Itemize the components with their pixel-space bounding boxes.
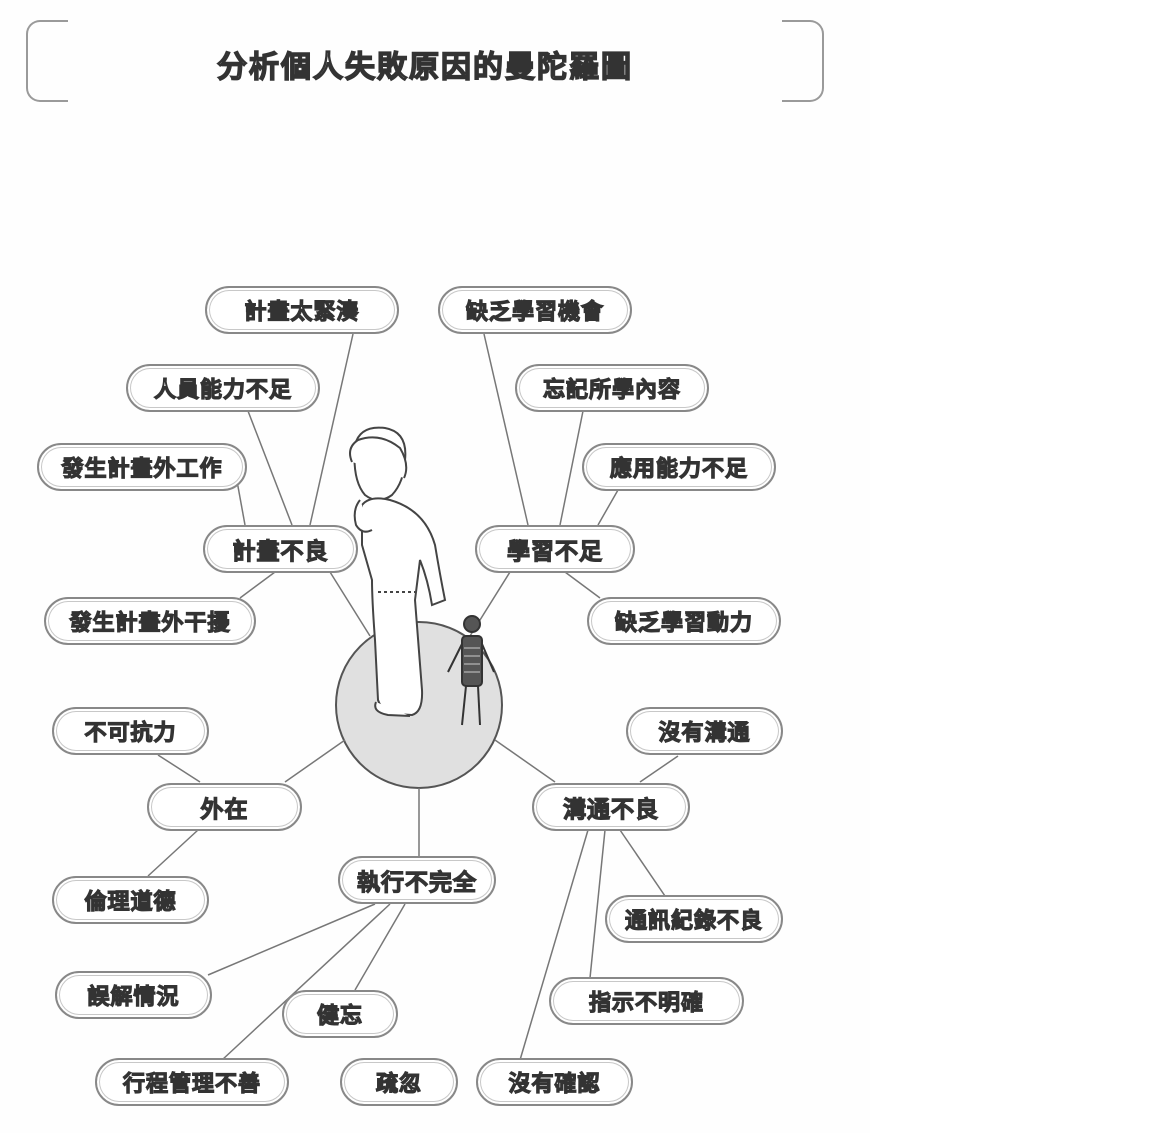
cause-node-external-1: 不可抗力 — [52, 707, 209, 755]
category-label: 外在 — [200, 796, 249, 823]
cause-label: 缺乏學習動力 — [614, 610, 753, 636]
category-node-exec: 執行不完全 — [338, 856, 496, 904]
title-bracket-left — [26, 20, 68, 102]
category-node-comm: 溝通不良 — [532, 783, 690, 831]
connector-comm-1 — [639, 755, 679, 783]
cause-node-exec-3: 行程管理不善 — [95, 1058, 289, 1106]
cause-label: 不可抗力 — [84, 720, 177, 746]
connector-exec-2 — [354, 903, 406, 991]
cause-label: 倫理道德 — [84, 889, 177, 915]
connector-learn-3 — [597, 489, 619, 526]
connector-comm-2 — [619, 829, 666, 897]
cause-label: 計畫太緊湊 — [244, 299, 360, 325]
cause-node-plan-1: 計畫太緊湊 — [205, 286, 399, 334]
title-frame: 分析個人失敗原因的曼陀羅圖 — [26, 20, 824, 102]
connector-learn-1 — [483, 333, 529, 526]
connector-plan-1 — [309, 333, 354, 526]
connector-exec-1 — [207, 903, 376, 976]
cause-node-plan-3: 發生計畫外工作 — [37, 443, 247, 491]
connector-external-2 — [147, 829, 199, 877]
cause-node-learn-4: 缺乏學習動力 — [587, 597, 781, 645]
connector-center-plan — [329, 571, 371, 637]
cause-label: 忘記所學內容 — [542, 377, 681, 403]
connector-exec-3 — [221, 903, 391, 1061]
cause-node-learn-1: 缺乏學習機會 — [438, 286, 632, 334]
cause-node-comm-2: 通訊紀錄不良 — [605, 895, 783, 943]
cause-node-plan-4: 發生計畫外干擾 — [44, 597, 256, 645]
connector-learn-2 — [559, 410, 584, 526]
connector-layer — [147, 333, 679, 1061]
cause-node-external-2: 倫理道德 — [52, 876, 209, 924]
cause-label: 沒有確認 — [508, 1071, 601, 1097]
cause-node-plan-2: 人員能力不足 — [126, 364, 320, 412]
cause-node-exec-4: 疏忽 — [340, 1058, 458, 1106]
cause-label: 指示不明確 — [588, 990, 704, 1016]
cause-label: 誤解情況 — [87, 984, 180, 1010]
cause-node-learn-3: 應用能力不足 — [582, 443, 776, 491]
cause-label: 缺乏學習機會 — [465, 299, 604, 325]
cause-node-exec-1: 誤解情況 — [55, 971, 212, 1019]
cause-label: 發生計畫外工作 — [61, 456, 223, 482]
cause-label: 人員能力不足 — [153, 377, 292, 403]
cause-node-learn-2: 忘記所學內容 — [515, 364, 709, 412]
cause-label: 應用能力不足 — [609, 456, 748, 482]
diagram-title: 分析個人失敗原因的曼陀羅圖 — [216, 49, 633, 85]
cause-label: 疏忽 — [375, 1071, 422, 1097]
diagram-canvas: 分析個人失敗原因的曼陀羅圖 — [26, 20, 824, 1106]
connector-comm-4 — [519, 829, 589, 1061]
category-label: 學習不足 — [506, 538, 603, 565]
category-node-plan: 計畫不良 — [203, 525, 358, 573]
connector-plan-4 — [239, 571, 276, 599]
connector-plan-2 — [247, 410, 293, 526]
title-bracket-right — [782, 20, 824, 102]
connector-plan-3 — [236, 480, 246, 526]
category-label: 溝通不良 — [562, 796, 659, 823]
cause-label: 沒有溝通 — [658, 720, 751, 746]
skeleton-figure — [447, 615, 495, 726]
cause-node-exec-2: 健忘 — [282, 990, 398, 1038]
cause-node-comm-4: 沒有確認 — [476, 1058, 633, 1106]
connector-center-external — [284, 739, 346, 783]
cause-node-comm-3: 指示不明確 — [549, 977, 744, 1025]
category-label: 計畫不良 — [232, 538, 329, 565]
category-node-learn: 學習不足 — [475, 525, 635, 573]
connector-learn-4 — [564, 571, 601, 599]
connector-comm-3 — [589, 829, 606, 979]
category-node-external: 外在 — [147, 783, 302, 831]
cause-label: 通訊紀錄不良 — [624, 908, 763, 934]
connector-external-1 — [157, 754, 201, 783]
cause-label: 行程管理不善 — [122, 1071, 261, 1097]
category-label: 執行不完全 — [356, 869, 477, 896]
person-figure — [349, 426, 447, 717]
cause-label: 發生計畫外干擾 — [69, 610, 231, 636]
cause-label: 健忘 — [316, 1003, 363, 1029]
connector-center-comm — [494, 739, 556, 783]
cause-node-comm-1: 沒有溝通 — [626, 707, 783, 755]
